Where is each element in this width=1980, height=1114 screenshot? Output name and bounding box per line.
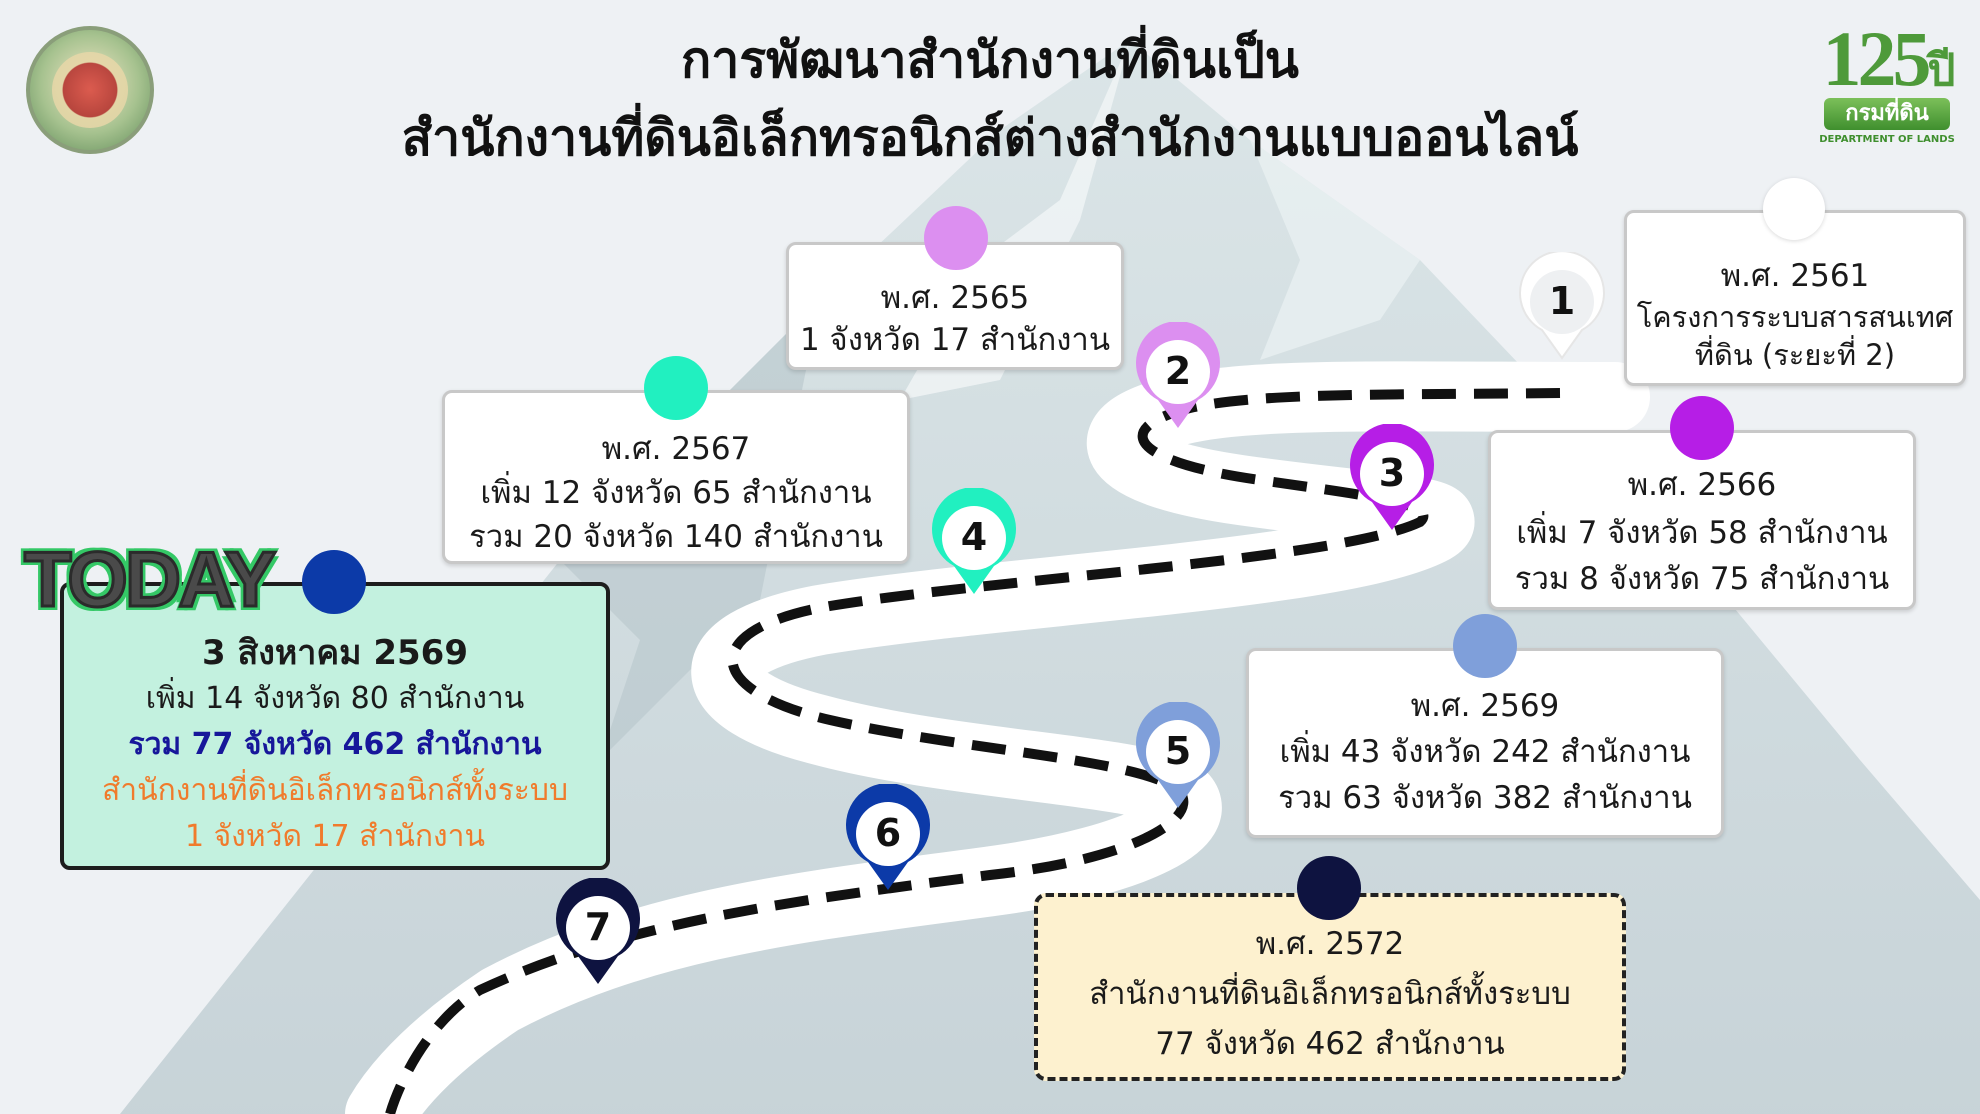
milestone-2-line2: 1 จังหวัด 17 สำนักงาน — [799, 322, 1111, 358]
today-milestone-box: 3 สิงหาคม 2569 เพิ่ม 14 จังหวัด 80 สำนัก… — [60, 582, 610, 870]
pin-5-number: 5 — [1164, 729, 1192, 773]
map-pin-5-icon: 5 — [1128, 701, 1228, 814]
milestone-7-line2: สำนักงานที่ดินอิเล็กทรอนิกส์ทั้งระบบ — [1089, 976, 1571, 1012]
today-added: เพิ่ม 14 จังหวัด 80 สำนักงาน — [145, 681, 525, 716]
milestone-5-line3: รวม 63 จังหวัด 382 สำนักงาน — [1278, 780, 1692, 816]
map-pin-1-icon: 1 — [1512, 250, 1612, 364]
milestone-3-line2: เพิ่ม 7 จังหวัด 58 สำนักงาน — [1516, 515, 1888, 551]
milestone-2-dot — [924, 206, 988, 270]
milestone-4-line2: เพิ่ม 12 จังหวัด 65 สำนักงาน — [480, 475, 872, 511]
milestone-1-dot — [1763, 178, 1825, 240]
today-date: 3 สิงหาคม 2569 — [202, 633, 468, 673]
department-seal-logo — [26, 26, 154, 154]
map-pin-3-icon: 3 — [1342, 423, 1442, 536]
milestone-3-year: พ.ศ. 2566 — [1627, 467, 1777, 503]
milestone-5-year: พ.ศ. 2569 — [1410, 688, 1560, 724]
milestone-2-year: พ.ศ. 2565 — [880, 280, 1030, 316]
road-centerline — [385, 388, 1561, 1114]
page-title-line-2: สำนักงานที่ดินอิเล็กทรอนิกส์ต่างสำนักงาน… — [401, 109, 1579, 167]
map-pin-6-icon: 6 — [838, 783, 938, 896]
milestone-1-line2: โครงการระบบสารสนเทศ — [1636, 300, 1954, 334]
pin-6-number: 6 — [874, 811, 902, 855]
milestone-7-line3: 77 จังหวัด 462 สำนักงาน — [1155, 1026, 1505, 1062]
milestone-5-line2: เพิ่ม 43 จังหวัด 242 สำนักงาน — [1279, 734, 1691, 770]
pin-7-number: 7 — [584, 905, 612, 949]
pin-1-number: 1 — [1548, 279, 1576, 323]
milestone-5-dot — [1453, 614, 1517, 678]
milestone-7-dot — [1297, 856, 1361, 920]
milestone-5-box: พ.ศ. 2569 เพิ่ม 43 จังหวัด 242 สำนักงาน … — [1246, 648, 1724, 838]
milestone-4-line3: รวม 20 จังหวัด 140 สำนักงาน — [469, 519, 883, 555]
map-pin-2-icon: 2 — [1128, 321, 1228, 434]
milestone-7-year: พ.ศ. 2572 — [1255, 926, 1405, 962]
milestone-1-year: พ.ศ. 2561 — [1720, 258, 1870, 294]
page-title-line-1: การพัฒนาสำนักงานที่ดินเป็น — [681, 31, 1299, 89]
milestone-4-dot — [644, 356, 708, 420]
pin-2-number: 2 — [1164, 349, 1192, 393]
today-total: รวม 77 จังหวัด 462 สำนักงาน — [128, 727, 542, 762]
today-electronic-count: 1 จังหวัด 17 สำนักงาน — [184, 819, 486, 854]
milestone-1-line3: ที่ดิน (ระยะที่ 2) — [1694, 338, 1896, 372]
milestone-3-line3: รวม 8 จังหวัด 75 สำนักงาน — [1514, 561, 1890, 597]
logo-thai-text: กรมที่ดิน — [1824, 98, 1950, 130]
today-dot — [302, 550, 366, 614]
milestone-3-box: พ.ศ. 2566 เพิ่ม 7 จังหวัด 58 สำนักงาน รว… — [1488, 430, 1916, 610]
map-pin-4-icon: 4 — [924, 487, 1024, 600]
anniversary-125-logo: 125ปี กรมที่ดิน DEPARTMENT OF LANDS — [1812, 20, 1962, 152]
today-electronic-label: สำนักงานที่ดินอิเล็กทรอนิกส์ทั้งระบบ — [101, 773, 569, 808]
logo-english-text: DEPARTMENT OF LANDS — [1819, 134, 1955, 145]
logo-number: 125ปี — [1822, 15, 1956, 102]
pin-4-number: 4 — [960, 515, 988, 559]
pin-3-number: 3 — [1378, 451, 1406, 495]
map-pin-7-icon: 7 — [548, 877, 648, 990]
today-label: TODAY — [22, 535, 277, 623]
milestone-3-dot — [1670, 396, 1734, 460]
milestone-7-box: พ.ศ. 2572 สำนักงานที่ดินอิเล็กทรอนิกส์ทั… — [1034, 893, 1626, 1081]
milestone-4-year: พ.ศ. 2567 — [601, 431, 751, 467]
